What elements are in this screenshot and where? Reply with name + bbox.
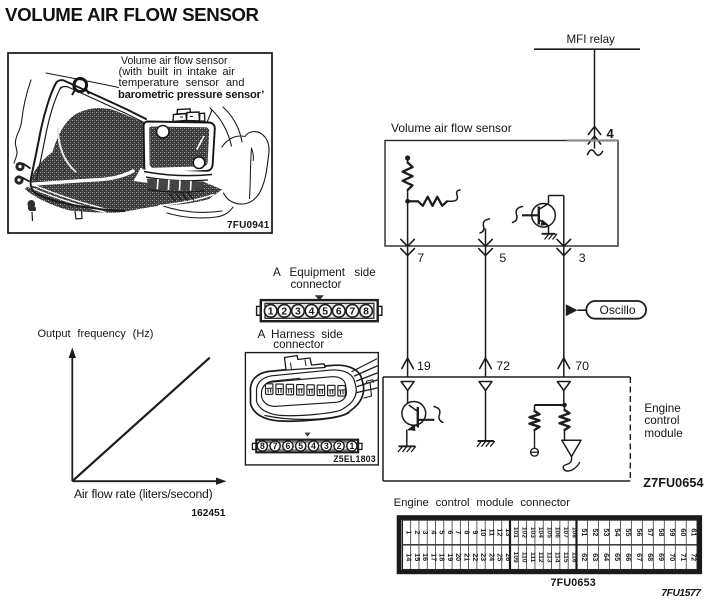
svg-text:52: 52 — [591, 528, 600, 536]
svg-text:103: 103 — [529, 527, 536, 538]
svg-text:60: 60 — [679, 528, 688, 536]
svg-text:54: 54 — [613, 528, 622, 536]
svg-text:7: 7 — [350, 307, 356, 318]
svg-text:9: 9 — [471, 530, 480, 534]
svg-text:69: 69 — [657, 553, 666, 561]
svg-text:6: 6 — [285, 441, 290, 451]
svg-text:65: 65 — [613, 553, 622, 561]
svg-text:8: 8 — [462, 530, 471, 534]
svg-text:67: 67 — [635, 553, 644, 561]
svg-text:23: 23 — [479, 553, 488, 561]
svg-text:16: 16 — [421, 553, 430, 561]
svg-text:1: 1 — [268, 307, 274, 318]
svg-text:57: 57 — [646, 528, 655, 536]
svg-text:4: 4 — [309, 307, 315, 318]
svg-text:107: 107 — [562, 527, 569, 538]
svg-text:5: 5 — [298, 441, 303, 451]
svg-text:112: 112 — [537, 552, 544, 563]
svg-text:56: 56 — [635, 528, 644, 536]
svg-text:111: 111 — [529, 552, 536, 563]
svg-text:102: 102 — [520, 527, 527, 538]
svg-text:63: 63 — [591, 553, 600, 561]
svg-text:66: 66 — [624, 553, 633, 561]
svg-text:115: 115 — [562, 552, 569, 563]
svg-text:6: 6 — [336, 307, 342, 318]
svg-text:15: 15 — [413, 553, 422, 561]
svg-text:110: 110 — [520, 552, 527, 563]
svg-text:4: 4 — [429, 530, 438, 534]
svg-text:8: 8 — [260, 441, 265, 451]
svg-text:72: 72 — [690, 553, 699, 561]
svg-text:13: 13 — [504, 528, 513, 536]
svg-text:1: 1 — [349, 441, 354, 451]
svg-text:8: 8 — [363, 307, 369, 318]
svg-text:62: 62 — [580, 553, 589, 561]
svg-text:55: 55 — [624, 528, 633, 536]
svg-text:10: 10 — [479, 528, 488, 536]
svg-text:24: 24 — [487, 553, 496, 561]
svg-text:51: 51 — [580, 528, 589, 536]
svg-text:14: 14 — [405, 553, 414, 561]
svg-text:106: 106 — [554, 527, 561, 538]
svg-text:108: 108 — [570, 527, 577, 538]
svg-text:2: 2 — [337, 441, 342, 451]
svg-text:7: 7 — [454, 530, 463, 534]
svg-text:22: 22 — [471, 553, 480, 561]
svg-text:59: 59 — [668, 528, 677, 536]
svg-text:3: 3 — [324, 441, 329, 451]
svg-text:3: 3 — [295, 307, 301, 318]
svg-text:61: 61 — [690, 528, 699, 536]
svg-text:17: 17 — [429, 553, 438, 561]
svg-text:58: 58 — [657, 528, 666, 536]
svg-text:109: 109 — [512, 552, 519, 563]
svg-text:5: 5 — [322, 307, 328, 318]
svg-text:11: 11 — [487, 529, 496, 537]
svg-text:2: 2 — [281, 307, 287, 318]
svg-text:6: 6 — [446, 530, 455, 534]
svg-text:19: 19 — [446, 553, 455, 561]
svg-text:116: 116 — [570, 552, 577, 563]
svg-text:26: 26 — [504, 553, 513, 561]
svg-text:18: 18 — [438, 553, 447, 561]
svg-text:68: 68 — [646, 553, 655, 561]
svg-text:12: 12 — [496, 528, 505, 536]
svg-text:105: 105 — [545, 527, 552, 538]
svg-text:20: 20 — [454, 553, 463, 561]
svg-text:114: 114 — [554, 552, 561, 563]
svg-text:71: 71 — [679, 553, 688, 561]
svg-text:101: 101 — [512, 527, 519, 538]
svg-text:1: 1 — [405, 530, 414, 534]
svg-text:5: 5 — [438, 530, 447, 534]
svg-text:104: 104 — [537, 527, 544, 538]
svg-text:2: 2 — [413, 530, 422, 534]
svg-text:7: 7 — [273, 441, 278, 451]
svg-text:4: 4 — [311, 441, 316, 451]
svg-text:3: 3 — [421, 530, 430, 534]
svg-text:70: 70 — [668, 553, 677, 561]
svg-text:25: 25 — [496, 553, 505, 561]
svg-text:21: 21 — [462, 553, 471, 561]
svg-text:113: 113 — [545, 552, 552, 563]
svg-text:64: 64 — [602, 553, 611, 561]
svg-text:53: 53 — [602, 528, 611, 536]
